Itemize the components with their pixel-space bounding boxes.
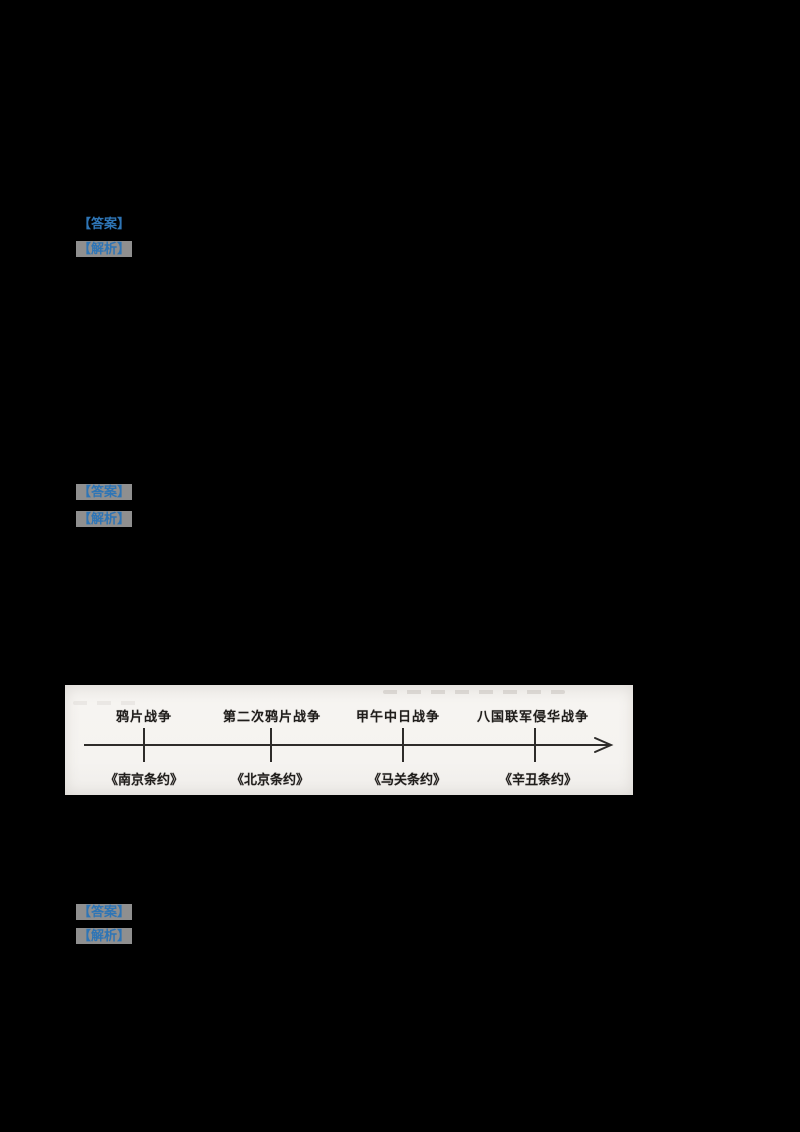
timeline-event-label: 八国联军侵华战争 [476,709,590,724]
analysis-label: 【解析】 [76,928,133,944]
timeline-treaty-label: 《北京条约》 [230,772,310,787]
analysis-label: 【解析】 [76,241,133,257]
timeline-tick [534,728,536,762]
timeline-tick [402,728,404,762]
timeline-treaty-label: 《马关条约》 [367,772,447,787]
scan-smudge [73,701,137,705]
answer-label: 【答案】 [76,904,133,920]
timeline-tick [270,728,272,762]
timeline-treaty-label: 《南京条约》 [104,772,184,787]
timeline-tick [143,728,145,762]
timeline-axis [84,744,600,746]
answer-label: 【答案】 [76,484,133,500]
timeline-event-label: 鸦片战争 [115,709,173,724]
analysis-label: 【解析】 [76,511,133,527]
timeline-event-label: 甲午中日战争 [355,709,441,724]
scan-smudge [383,690,565,694]
timeline-figure: 鸦片战争 第二次鸦片战争 甲午中日战争 八国联军侵华战争 《南京条约》 《北京条… [65,685,633,795]
answer-label: 【答案】 [78,216,131,231]
arrow-right-icon [594,737,614,753]
timeline-event-label: 第二次鸦片战争 [222,709,322,724]
timeline-treaty-label: 《辛丑条约》 [498,772,578,787]
